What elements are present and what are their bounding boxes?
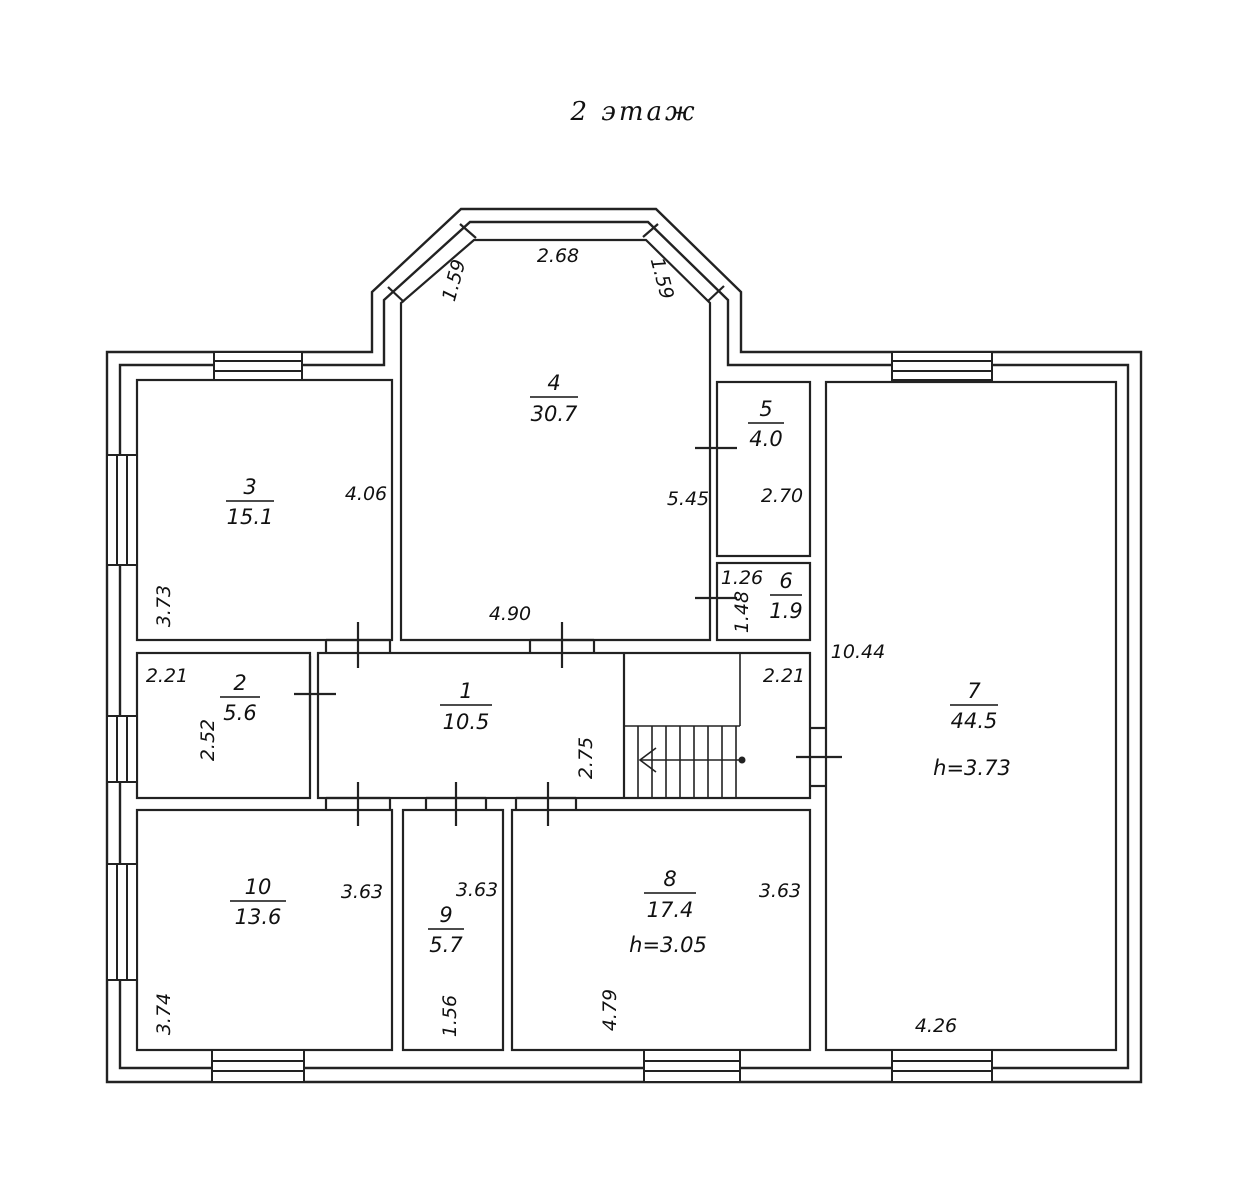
dim-room10-width: 3.74: [153, 993, 175, 1035]
window-left-middle: [106, 715, 138, 783]
window-bottom-right: [891, 1049, 993, 1083]
dim-room3-width: 3.73: [153, 585, 175, 627]
dim-room7-height: 10.44: [831, 641, 885, 663]
dim-stair-width: 2.21: [763, 665, 805, 687]
room-8-height: h=3.05: [629, 933, 707, 957]
dim-room8-height: 3.63: [759, 880, 801, 902]
room-labels: 3 15.1 4 30.7 5 4.0 6 1.9 7 44.5 h=3.73 …: [220, 371, 1011, 957]
room-6-number: 6: [779, 569, 792, 593]
door-3-1: [324, 622, 392, 668]
windows: [106, 351, 993, 1083]
bay-window-marks: [387, 223, 725, 303]
door-4-1: [528, 622, 596, 668]
dim-room9-height: 3.63: [456, 879, 498, 901]
dim-room3-height: 4.06: [345, 483, 387, 505]
window-left-upper: [106, 454, 138, 566]
door-1-7: [796, 726, 842, 788]
room-3-area: 15.1: [227, 505, 274, 529]
room-7-height: h=3.73: [933, 756, 1011, 780]
door-1-10: [324, 782, 392, 826]
room-4-area: 30.7: [531, 402, 578, 426]
room-9: [401, 808, 505, 1052]
dim-room2-width: 2.21: [146, 665, 188, 687]
room-5-number: 5: [759, 397, 772, 421]
room-9-number: 9: [439, 903, 452, 927]
window-top-left: [213, 351, 303, 381]
stair-arrow-head: [638, 747, 657, 773]
doors: [294, 446, 842, 826]
window-bottom-middle: [643, 1049, 741, 1083]
staircase: [622, 653, 746, 798]
outer-walls: [105, 207, 1143, 1084]
door-1-8: [514, 782, 578, 826]
room-1-area: 10.5: [443, 710, 490, 734]
dimension-labels: 1.59 2.68 1.59 5.45 4.90 4.06 3.73 2.70 …: [146, 245, 957, 1037]
room-4: [399, 238, 712, 642]
dim-room6-height: 1.48: [731, 591, 753, 633]
room-10-number: 10: [245, 875, 272, 899]
room-7-number: 7: [967, 679, 981, 703]
dim-room2-height: 2.52: [197, 719, 219, 761]
dim-room9-width: 1.56: [439, 995, 461, 1037]
room-8-area: 17.4: [647, 898, 694, 922]
dim-room8-width: 4.79: [599, 989, 621, 1031]
door-2-1: [294, 656, 336, 740]
dim-bay-top: 2.68: [537, 245, 579, 267]
room-10: [135, 808, 394, 1052]
room-2-number: 2: [233, 671, 246, 695]
dim-room5-height: 2.70: [761, 485, 803, 507]
room-10-area: 13.6: [235, 905, 282, 929]
room-4-number: 4: [547, 371, 560, 395]
room-8: [510, 808, 812, 1052]
dim-room4-width: 4.90: [489, 603, 531, 625]
floor-title: 2 этаж: [569, 97, 697, 127]
stair-arrow-origin: [738, 756, 746, 764]
room-6-area: 1.9: [769, 599, 802, 623]
door-1-9: [424, 782, 488, 826]
dim-room6-width: 1.26: [721, 567, 763, 589]
dim-room4-height: 5.45: [667, 488, 709, 510]
room-5-area: 4.0: [749, 427, 782, 451]
window-top-right: [891, 351, 993, 381]
room-6: [715, 561, 812, 642]
room-9-area: 5.7: [429, 933, 463, 957]
room-7-area: 44.5: [951, 709, 998, 733]
room-1-number: 1: [459, 679, 472, 703]
room-3-number: 3: [243, 475, 256, 499]
dim-room1-height: 2.75: [575, 737, 597, 779]
room-5: [715, 380, 812, 558]
room-2-area: 5.6: [223, 701, 256, 725]
dim-room7-width: 4.26: [915, 1015, 957, 1037]
room-2: [135, 651, 312, 800]
window-left-lower: [106, 863, 138, 981]
room-8-number: 8: [663, 867, 676, 891]
dim-room10-height: 3.63: [341, 881, 383, 903]
window-bottom-left: [211, 1049, 305, 1083]
